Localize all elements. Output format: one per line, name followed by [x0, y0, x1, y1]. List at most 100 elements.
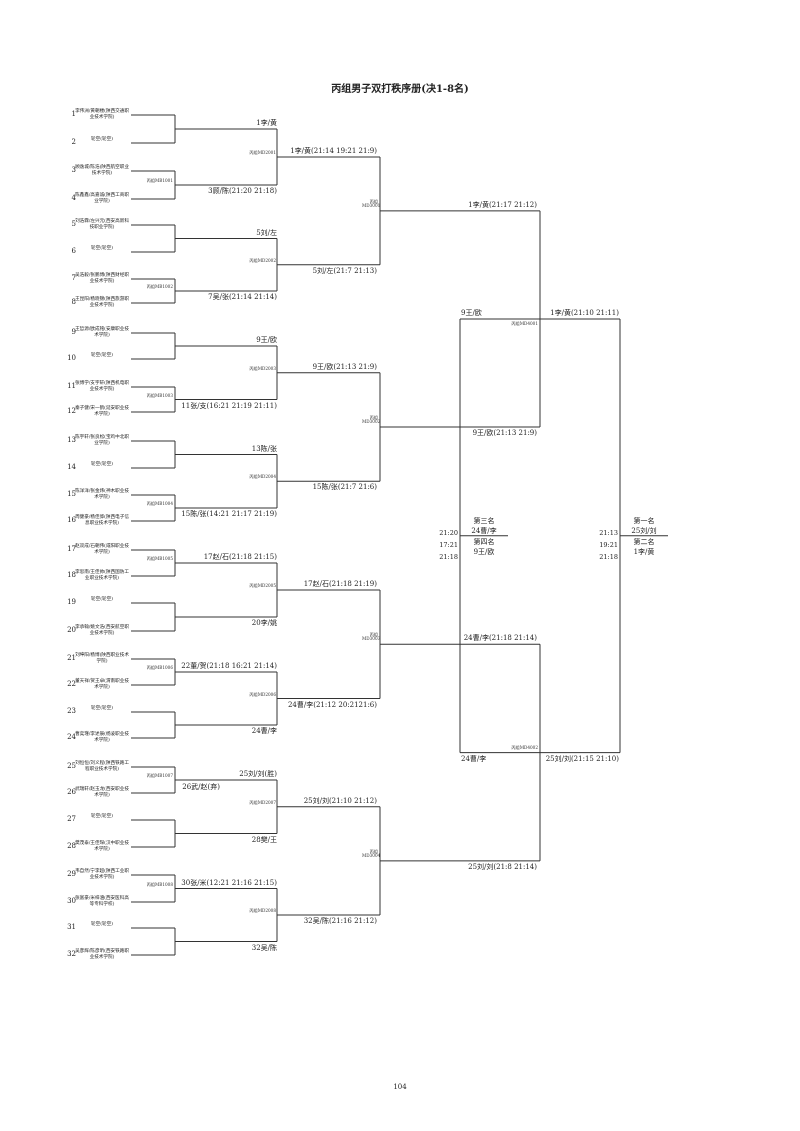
player-name: 轮空(轮空) [91, 246, 113, 251]
r3-result: 1李/黄(21:17 21:12) [468, 200, 537, 209]
player-seed: 21 [67, 654, 76, 662]
match-code: 丙组MD2005 [249, 583, 276, 588]
player-name: 李承翰/姚文浩(西安航空职业技术学院) [75, 625, 129, 636]
player-name: 赵双成/石朝伟(咸阳职业技术学院) [75, 544, 129, 555]
r1-result: 28樊/王 [251, 835, 277, 844]
player-seed: 9 [71, 328, 76, 336]
player-seed: 18 [67, 571, 76, 579]
match-code: 丙组MB1003 [146, 392, 173, 398]
player-name: 武瑞轩/赵玉龙(西安职业技术学院) [75, 787, 129, 798]
r1-result: 24曹/李 [251, 727, 277, 735]
player-name: 李思南/王佳帅(陕西国防工业职业技术学院) [75, 570, 129, 581]
r1-result: 9王/欧 [256, 336, 277, 344]
player-name: 轮空(轮空) [91, 353, 113, 358]
r2-result: 5刘/左(21:7 21:13) [312, 266, 377, 275]
final-score: 21:13 [599, 528, 618, 537]
r2-result: 15陈/张(21:7 21:6) [312, 483, 377, 492]
player-name: 陈宇轩/张良松(宝鸡中北职业学院) [75, 435, 129, 446]
player-seed: 7 [71, 274, 76, 282]
player-seed: 17 [67, 545, 76, 553]
player-seed: 15 [67, 490, 76, 498]
player-seed: 24 [67, 733, 76, 741]
match-code: 丙组MD2001 [249, 150, 276, 155]
player-name: 刘浩霖/左兴元(西安高新科技职业学院) [75, 219, 129, 230]
match-code: 丙组MB1002 [146, 284, 173, 289]
r3-result: 24曹/李(21:18 21:14) [463, 634, 537, 643]
r1-result: 25刘/刘(胜) [239, 770, 277, 778]
player-name: 王昆阳/杨晓锦(陕西旅游职业技术学院) [75, 297, 129, 308]
player-seed: 2 [71, 138, 76, 146]
match-code: 丙组MD2004 [249, 474, 276, 480]
third-place-score: 17:21 [439, 540, 458, 549]
player-name: 轮空(轮空) [91, 814, 113, 819]
r2-result: 1李/黄(21:14 19:21 21:9) [290, 147, 377, 155]
player-seed: 26 [67, 788, 76, 796]
player-name: 秦子健/宋一鹤(延安职业技术学院) [75, 406, 129, 417]
semi-result: 25刘/刘(21:15 21:10) [545, 754, 619, 763]
match-code: 丙组MD2003 [249, 365, 276, 371]
r1-result: 11张/支(16:21 21:19 21:11) [181, 401, 277, 410]
player-name: 吴彦辉/陈彦昕(西安铁路职业技术学院) [75, 949, 129, 960]
player-seed: 31 [67, 923, 76, 931]
player-seed: 25 [67, 762, 76, 770]
player-seed: 10 [67, 354, 76, 362]
match-code: 丙组MD4001 [511, 320, 538, 326]
player-seed: 14 [67, 463, 76, 471]
player-name: 轮空(轮空) [91, 706, 113, 711]
match-code: 丙组MD2006 [249, 691, 276, 697]
r1-result: 17赵/石(21:18 21:15) [203, 553, 277, 561]
player-name: 曹奕瑾/李述辰(杨凌职业技术学院) [75, 732, 129, 743]
r1-result: 7吴/张(21:14 21:14) [208, 293, 277, 301]
player-seed: 27 [67, 815, 76, 823]
player-seed: 3 [71, 166, 76, 174]
player-name: 李伟洲/黄朝楼(陕西交通职业技术学院) [75, 109, 129, 120]
player-name: 张富豪/米梓涵(西安医科高等专科学校) [75, 896, 129, 907]
player-name: 吴浩毅/张鹏博(陕西财经职业技术学院) [75, 273, 129, 284]
first-place-label: 第一名 [633, 516, 655, 525]
player-name: 樊茂泰/王佳琛(汉中职业技术学院) [75, 841, 129, 852]
r1-result: 3顾/陈(21:20 21:18) [208, 187, 277, 195]
player-name: 刘恒恒/刘义程(陕西铁路工程职业技术学院) [75, 761, 129, 772]
player-name: 轮空(轮空) [91, 137, 113, 142]
r1-result: 13陈/张 [251, 444, 277, 453]
player-name: 刘坤阳/杨博(陕西职业技术学院) [75, 653, 129, 664]
match-code: 丙组MB1008 [146, 881, 173, 887]
player-seed: 12 [67, 407, 76, 415]
player-name: 韦自然/宁李超(陕西工业职业技术学院) [75, 869, 129, 880]
r1-result: 22董/贺(21:18 16:21 21:14) [181, 662, 277, 670]
r1-walkover-result: 26武/赵(弃) [182, 783, 220, 791]
match-code: 丙组MB1001 [146, 178, 173, 183]
r2-result: 17赵/石(21:18 21:19) [303, 580, 377, 588]
player-seed: 23 [67, 707, 76, 715]
player-name: 陈洋洋/张金炜(神木职业技术学院) [75, 489, 129, 500]
player-name: 王哲源/欧成铭(安康职业技术学院) [75, 327, 129, 338]
r1-result: 5刘/左 [256, 228, 277, 237]
r2-result: 25刘/刘(21:10 21:12) [303, 796, 377, 805]
player-seed: 19 [67, 598, 76, 606]
match-code: 丙组MD4002 [511, 744, 538, 750]
r1-result: 32吴/陈 [251, 943, 277, 952]
page-number: 104 [393, 1083, 407, 1091]
player-seed: 30 [67, 897, 76, 905]
player-seed: 16 [67, 516, 76, 524]
player-name: 轮空(轮空) [91, 597, 113, 602]
final-score: 21:18 [599, 552, 618, 561]
player-name: 顾逸城/陈浩(陕西航空职业技术学院) [75, 165, 129, 176]
r1-result: 15陈/张(14:21 21:17 21:19) [181, 510, 277, 518]
first-place-team: 25刘/刘 [631, 526, 657, 535]
second-place-label: 第二名 [633, 537, 655, 546]
r2-result: 32吴/陈(21:16 21:12) [303, 917, 377, 925]
fourth-place-team: 9王/欧 [473, 547, 495, 556]
player-seed: 20 [67, 626, 76, 634]
player-seed: 28 [67, 842, 76, 850]
semi-result: 1李/黄(21:10 21:11) [550, 308, 619, 317]
match-code: 丙组MD2002 [249, 257, 276, 263]
r3-result: 9王/欧(21:13 21:9) [472, 429, 537, 437]
match-code: 丙组MB1006 [146, 665, 173, 670]
match-code: 丙组MB1004 [146, 501, 173, 506]
final-score: 19:21 [599, 540, 618, 549]
match-code: 丙组 MD3002 [362, 415, 381, 425]
player-seed: 6 [71, 247, 76, 255]
